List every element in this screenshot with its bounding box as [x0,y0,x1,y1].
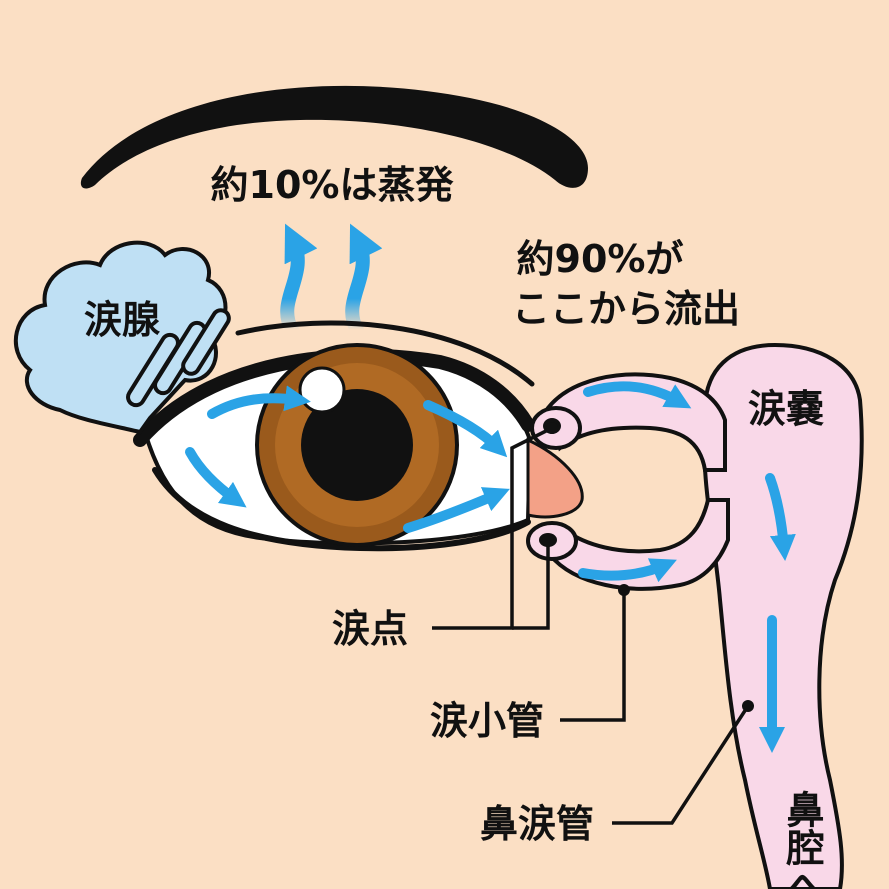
eyebrow [80,85,588,189]
nasolacrimal-duct [701,342,864,889]
nasolacrimal-duct-label: 鼻涙管 [480,802,594,846]
drainage-flow-arrows [578,381,796,753]
evaporation-arrows [280,223,383,337]
eye-highlight [298,366,346,414]
evaporation-label: 約10%は蒸発 [211,163,455,207]
to-nasal-cavity-label: 鼻腔へ [780,790,825,889]
outflow-label-line1: 約90%が [517,237,684,281]
eyelid-crease [235,320,535,387]
tear-flow-arrows [185,385,510,533]
eye-iris [255,343,459,547]
outflow-label-line2: ここから流出 [512,287,740,331]
eye-pupil [301,389,413,501]
caruncle [526,437,584,519]
leader-lines [432,426,750,825]
lacrimal-gland [13,240,231,435]
lower-eyelid-line [152,467,531,552]
lacrimal-punctum-label: 涙点 [332,607,408,651]
canaliculus-label: 涙小管 [430,699,544,743]
lacrimal-sac-label: 涙嚢 [748,387,824,431]
lacrimal-gland-label: 涙腺 [84,298,161,342]
